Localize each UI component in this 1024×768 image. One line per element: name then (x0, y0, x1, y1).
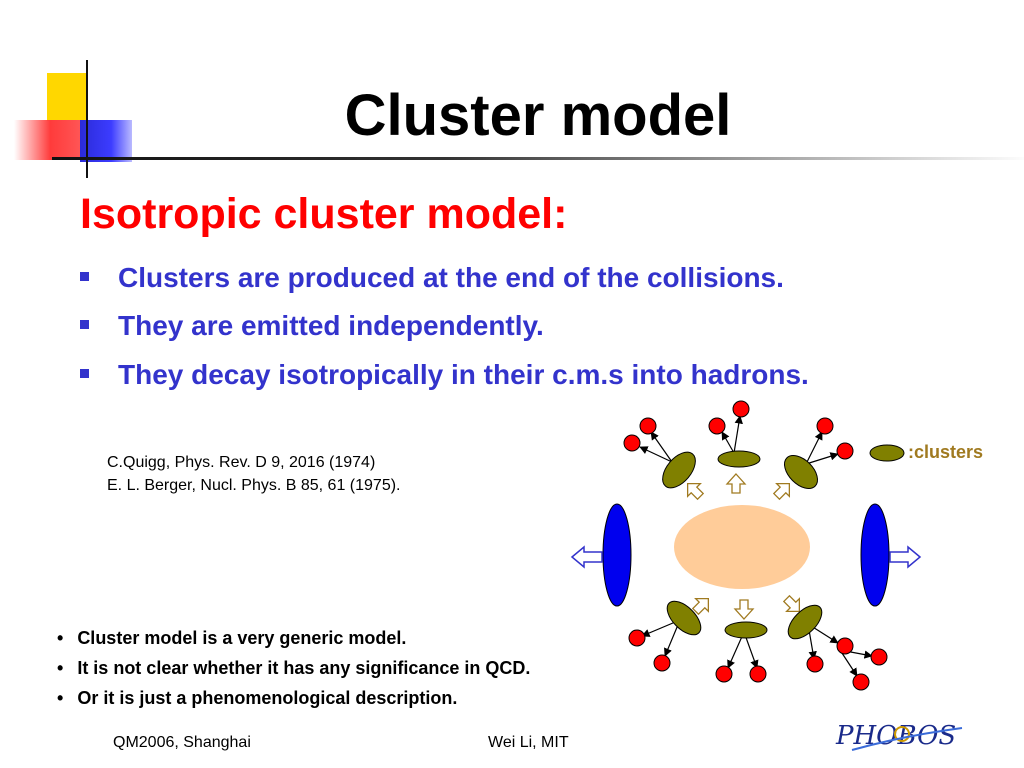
phobos-logo: PHOBOS (835, 721, 963, 751)
bullet-item: Clusters are produced at the end of the … (80, 262, 784, 294)
bullet-square-icon (80, 272, 89, 282)
hadron (715, 665, 733, 683)
left-arrow-icon (570, 545, 603, 569)
hadron (749, 665, 767, 683)
right-arrow-icon (889, 545, 922, 569)
cluster (724, 621, 768, 639)
hadron (708, 417, 726, 435)
legend-cluster-icon (869, 444, 905, 462)
small-arrow-down-icon (733, 599, 755, 620)
footer-conference: QM2006, Shanghai (113, 734, 251, 751)
note-item: •Or it is just a phenomenological descri… (57, 688, 458, 708)
logo-orbit-icon (894, 726, 910, 742)
hadron (836, 637, 854, 655)
nucleus-right (860, 503, 890, 607)
cluster-decay-diagram (570, 400, 922, 691)
note-bullet-icon: • (57, 688, 64, 708)
note-bullet-icon: • (57, 658, 64, 678)
note-item: •Cluster model is a very generic model. (57, 628, 407, 648)
title-underline (52, 157, 1024, 160)
cluster (662, 451, 696, 489)
small-arrow-upright-icon (772, 482, 791, 501)
hadron (732, 400, 750, 418)
nucleus-left (602, 503, 632, 607)
hadron (639, 417, 657, 435)
fireball (674, 505, 810, 589)
decorative-blue-square (80, 120, 132, 162)
hadron (836, 442, 854, 460)
slide-title: Cluster model (344, 83, 732, 148)
note-item: •It is not clear whether it has any sign… (57, 658, 531, 678)
cluster (717, 450, 761, 468)
reference-quigg: C.Quigg, Phys. Rev. D 9, 2016 (1974) (107, 454, 376, 471)
cluster (666, 600, 702, 636)
hadron (623, 434, 641, 452)
small-arrow-downright-icon (782, 594, 801, 613)
hadron (816, 417, 834, 435)
hadron (628, 629, 646, 647)
hadron (806, 655, 824, 673)
cluster (784, 455, 818, 489)
bullet-item: They are emitted independently. (80, 310, 544, 342)
hadron (852, 673, 870, 691)
decorative-yellow-square (47, 73, 87, 121)
bullet-square-icon (80, 369, 89, 379)
small-arrow-up-icon (725, 473, 747, 494)
cluster (787, 604, 823, 640)
small-arrow-upleft-icon (686, 482, 705, 501)
decorative-vertical-line (86, 60, 88, 178)
bullet-square-icon (80, 320, 89, 330)
footer-author: Wei Li, MIT (488, 734, 569, 751)
hadron (653, 654, 671, 672)
decorative-red-bar (14, 120, 80, 160)
bullet-item: They decay isotropically in their c.m.s … (80, 359, 809, 391)
note-bullet-icon: • (57, 628, 64, 648)
slide-subtitle: Isotropic cluster model: (80, 190, 568, 238)
logo-swoosh-icon (851, 727, 963, 751)
hadron (870, 648, 888, 666)
legend-clusters-label: :clusters (908, 442, 984, 462)
reference-berger: E. L. Berger, Nucl. Phys. B 85, 61 (1975… (107, 477, 401, 494)
small-arrow-downleft-icon (691, 597, 710, 616)
